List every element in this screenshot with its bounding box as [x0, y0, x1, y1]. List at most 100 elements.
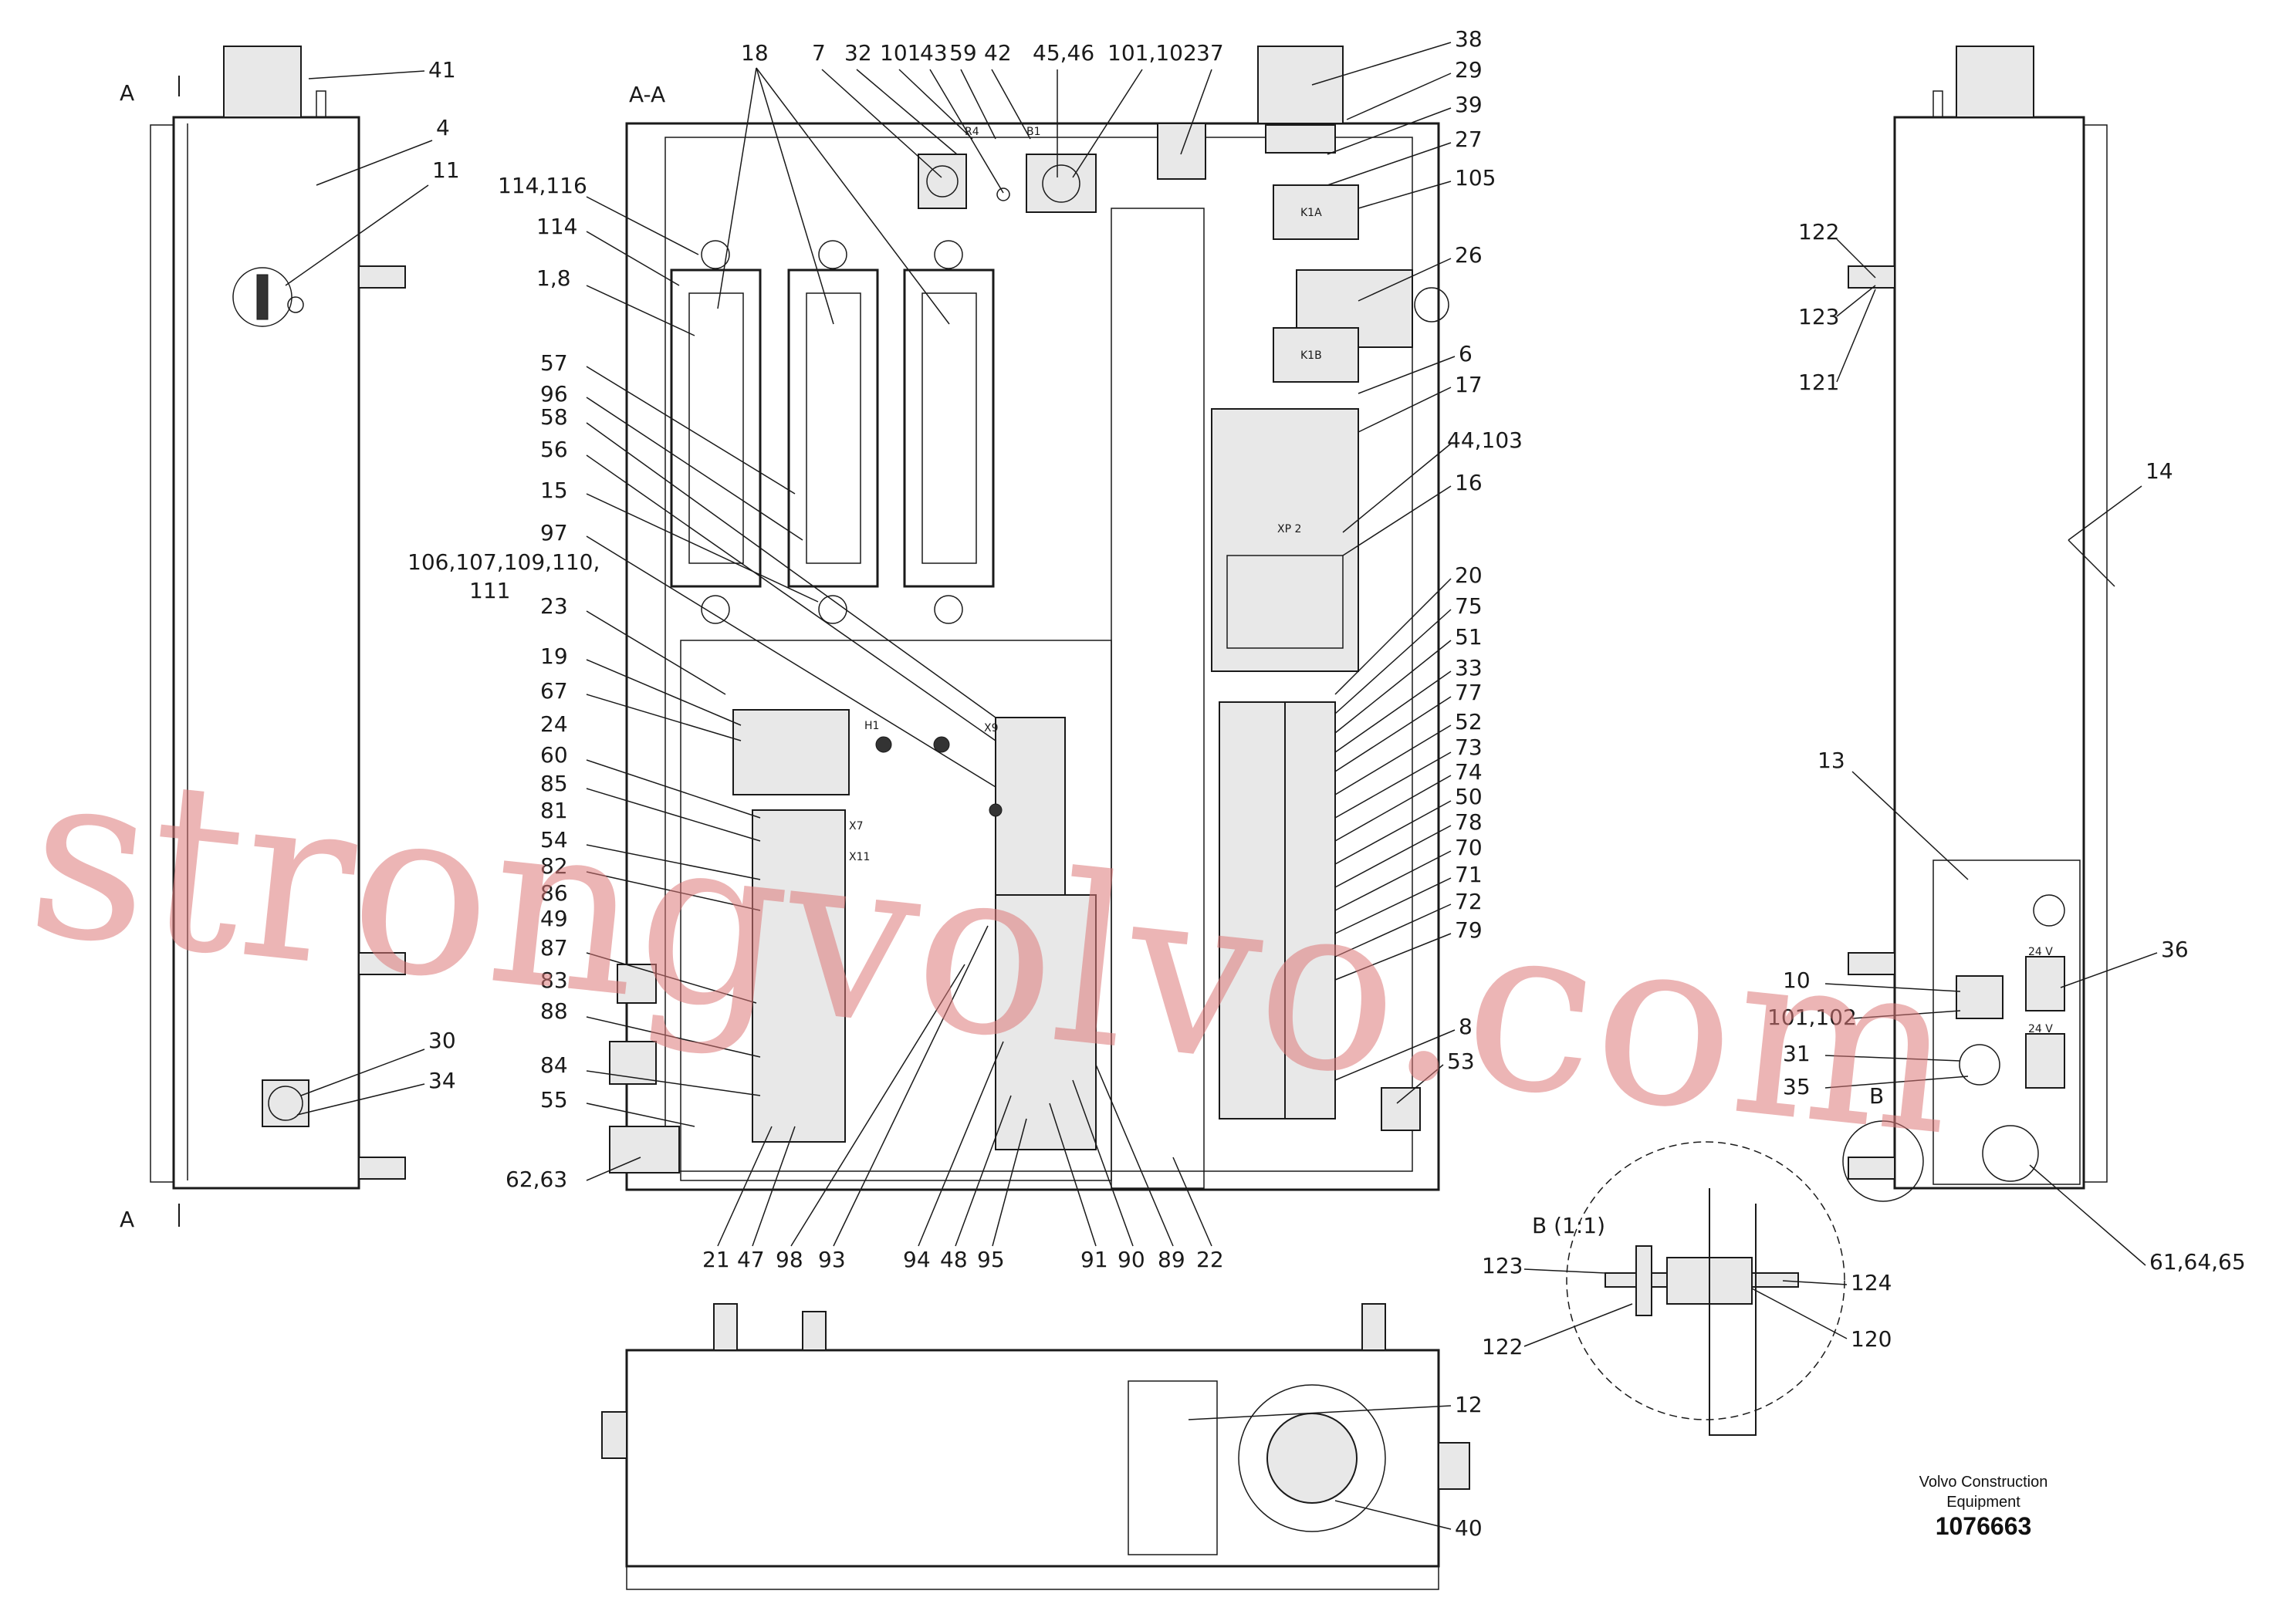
left-connector-30 — [262, 1079, 309, 1127]
part-number: 1076663 — [1935, 1512, 2032, 1540]
callouts-main-right: 38 29 39 27 105 26 6 17 44,103 16 20 75 … — [1311, 26, 1523, 1104]
callout: 111 — [469, 578, 510, 603]
callout: 4 — [436, 115, 450, 140]
socket-24v-b — [2025, 1033, 2065, 1089]
callout: 122 — [1798, 219, 1839, 245]
callout: 36 — [2161, 937, 2189, 962]
detail-b-marker — [1842, 1120, 1924, 1202]
callout: 21 — [702, 1247, 730, 1272]
callout: 34 — [428, 1068, 456, 1093]
relay-k1a — [1273, 184, 1359, 240]
callout: 18 — [741, 40, 769, 66]
callout: 83 — [540, 968, 568, 993]
callout: 86 — [540, 880, 568, 906]
callout: 114 — [536, 214, 577, 239]
callout: 87 — [540, 935, 568, 961]
callout: 84 — [540, 1052, 568, 1078]
callout: 50 — [1455, 784, 1483, 809]
callout: 94 — [903, 1247, 931, 1272]
callout: 13 — [1818, 748, 1845, 773]
left-handle — [223, 46, 302, 118]
callout: 114,116 — [498, 173, 587, 198]
callout: 53 — [1447, 1049, 1475, 1074]
main-bottom-leader-lines — [717, 925, 1212, 1247]
brand-line-1: Volvo Construction — [1919, 1474, 2048, 1491]
callout: 74 — [1455, 759, 1483, 785]
callout: 49 — [540, 906, 568, 931]
callout: 93 — [818, 1247, 846, 1272]
detail-b-view — [1566, 1141, 1845, 1436]
callout: 7 — [812, 40, 826, 66]
callout: 29 — [1455, 57, 1483, 83]
callout: 6 — [1459, 341, 1473, 366]
callout: 71 — [1455, 862, 1483, 887]
callout: 10 — [1783, 968, 1811, 993]
callout: 89 — [1158, 1247, 1185, 1272]
mark-24v-b: 24 V — [2028, 1023, 2053, 1035]
left-box-flange — [150, 124, 174, 1183]
callout: 75 — [1455, 593, 1483, 619]
callout: 23 — [540, 593, 568, 619]
callout: 42 — [984, 40, 1012, 66]
mark-h1: H1 — [864, 720, 879, 732]
right-handle — [1956, 46, 2034, 118]
callout: 15 — [540, 478, 568, 503]
mark-b1: B1 — [1026, 126, 1041, 138]
right-gland — [1982, 1125, 2039, 1182]
mark-k1a: K1A — [1300, 207, 1322, 219]
callout: 20 — [1455, 562, 1483, 588]
callout: 56 — [540, 437, 568, 462]
callout: 32 — [844, 40, 872, 66]
mark-x9: X9 — [984, 722, 999, 735]
callout: 12 — [1455, 1392, 1483, 1417]
right-box-body — [1893, 116, 2085, 1190]
section-a-top-label: A — [120, 80, 134, 106]
main-right-leader-lines — [1311, 42, 1456, 1104]
callout: 22 — [1196, 1247, 1224, 1272]
callout: 57 — [540, 350, 568, 376]
callout: 122 — [1482, 1334, 1523, 1359]
callout: 33 — [1455, 655, 1483, 680]
callout: 85 — [540, 771, 568, 796]
detail-b-scale-label: B (1:1) — [1532, 1213, 1605, 1238]
section-a-bottom-label: A — [120, 1207, 134, 1232]
callout: 54 — [540, 827, 568, 853]
right-connector-10 — [1956, 975, 2004, 1019]
callout: 14 — [2146, 458, 2173, 484]
callout: 24 — [540, 711, 568, 737]
callout: 47 — [737, 1247, 765, 1272]
callout: 77 — [1455, 680, 1483, 705]
callout: 48 — [940, 1247, 968, 1272]
callout: 8 — [1459, 1014, 1473, 1039]
callout: 30 — [428, 1028, 456, 1053]
main-left-leader-lines — [586, 196, 996, 1181]
mark-xp2: XP 2 — [1277, 523, 1301, 535]
callout: 44,103 — [1447, 427, 1523, 453]
callout: 27 — [1455, 127, 1483, 152]
callout: 31 — [1783, 1041, 1811, 1066]
bottom-rotary-switch — [1238, 1384, 1386, 1532]
callouts-left: 41 4 11 30 34 — [285, 57, 460, 1116]
callout: 101,102 — [1107, 40, 1197, 66]
callout: 98 — [776, 1247, 803, 1272]
mark-24v-a: 24 V — [2028, 946, 2053, 958]
callout: 39 — [1455, 92, 1483, 117]
callout: 60 — [540, 742, 568, 768]
brand-line-2: Equipment — [1946, 1494, 2020, 1511]
callout: 19 — [540, 643, 568, 669]
callout: 1,8 — [536, 265, 571, 291]
callout: 73 — [1455, 735, 1483, 760]
right-panel-plate — [1932, 859, 2081, 1185]
callout: 52 — [1455, 709, 1483, 735]
callout: 70 — [1455, 835, 1483, 860]
left-bolts — [358, 265, 406, 1180]
control-board-xp2 — [1211, 408, 1359, 672]
left-side-view — [150, 46, 406, 1227]
callout: 72 — [1455, 889, 1483, 914]
callout: 45,46 — [1033, 40, 1094, 66]
callout: 79 — [1455, 917, 1483, 943]
detail-b-label: B — [1869, 1083, 1884, 1109]
right-leader-lines — [1824, 238, 2158, 1266]
callout: 124 — [1851, 1270, 1892, 1295]
callout: 38 — [1455, 26, 1483, 52]
